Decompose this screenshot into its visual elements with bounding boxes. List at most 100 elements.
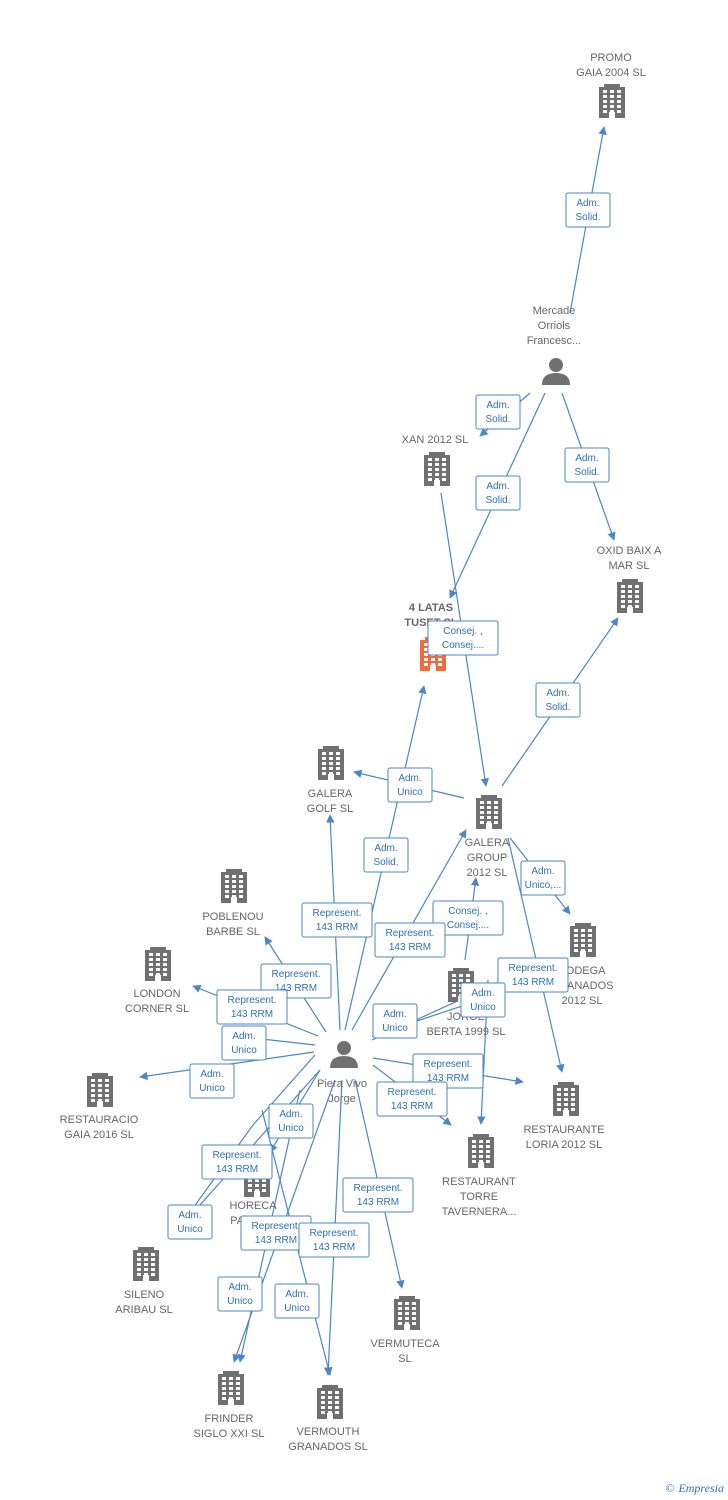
edge-label-mercade-promo[interactable]: Adm.Solid. (565, 192, 611, 228)
edge-label-text: Adm. (398, 773, 421, 784)
building-icon (617, 579, 643, 613)
node-poblenou[interactable]: POBLENOU BARBE SL (202, 869, 264, 938)
edge-label-text: Represent. (509, 963, 558, 974)
edge-label-piera-galeragrp[interactable]: Represent.143 RRM (374, 922, 446, 958)
building-icon (570, 923, 596, 957)
edge-label-text: Adm. (228, 1282, 251, 1293)
node-label: MAR SL (609, 560, 650, 572)
node-label: LONDON (133, 988, 180, 1000)
edge-label-piera-vermouth[interactable]: Adm.Unico (274, 1283, 320, 1319)
edge-label-text: Adm. (575, 453, 598, 464)
node-xan[interactable]: XAN 2012 SL (402, 434, 469, 486)
edge-label-piera-horeca[interactable]: Represent.143 RRM (201, 1144, 273, 1180)
edge-label-text: Adm. (546, 688, 569, 699)
edge-label-piera-horeca[interactable]: Adm.Unico (268, 1103, 314, 1139)
edge-label-jorge-galeragrp[interactable]: Consej. ,Consej.... (432, 900, 504, 936)
building-icon (394, 1296, 420, 1330)
edge-label-text: 143 RRM (391, 1101, 433, 1112)
footer-brand[interactable]: ©Empresia (665, 1481, 724, 1496)
node-mercade[interactable]: MercadeOrriolsFrancesc... (527, 305, 581, 385)
edge-label-piera-london[interactable]: Represent. 143 RRM (216, 989, 288, 1025)
building-icon (424, 452, 450, 486)
node-label: TAVERNERA... (442, 1206, 517, 1218)
edge-label-piera-poblenou[interactable]: Adm.Unico (221, 1025, 267, 1061)
node-label: ARIBAU SL (115, 1304, 172, 1316)
edge-label-text: Solid. (574, 467, 599, 478)
edge-label-piera-bodega[interactable]: Represent.143 RRM (497, 957, 569, 993)
edge-label-text: 143 RRM (231, 1009, 273, 1020)
edge-label-piera-galeragolf[interactable]: Represent.143 RRM (301, 902, 373, 938)
edge-label-text: Consej.... (447, 920, 489, 931)
edge-label-piera-latas[interactable]: Adm.Solid. (363, 837, 409, 873)
person-icon (330, 1041, 358, 1068)
building-icon (476, 795, 502, 829)
node-vermouth[interactable]: VERMOUTH GRANADOS SL (288, 1385, 368, 1453)
edge-label-galeragrp-oxid[interactable]: Adm. Solid. (535, 682, 581, 718)
edge-label-piera-vermouth[interactable]: Represent.143 RRM (298, 1222, 370, 1258)
node-london[interactable]: LONDON CORNER SL (125, 947, 189, 1015)
edge-label-text: Solid. (545, 702, 570, 713)
edge-label-mercade-xan[interactable]: Adm.Solid. (475, 394, 521, 430)
building-icon (468, 1134, 494, 1168)
node-label: LORIA 2012 SL (526, 1139, 602, 1151)
node-label: BARBE SL (206, 926, 260, 938)
edge-label-text: Represent. (213, 1150, 262, 1161)
edge-label-piera-jorge[interactable]: Adm.Unico (372, 1003, 418, 1039)
node-label: RESTAURANTE (523, 1124, 604, 1136)
edge-label-text: Represent. (386, 928, 435, 939)
node-label: RESTAURANT (442, 1176, 516, 1188)
node-label: GAIA 2016 SL (64, 1129, 134, 1141)
edge-label-text: Adm. (383, 1009, 406, 1020)
node-label: CORNER SL (125, 1003, 189, 1015)
node-label: VERMOUTH (297, 1426, 360, 1438)
edge-label-mercade-oxid[interactable]: Adm. Solid. (564, 447, 610, 483)
building-icon (221, 869, 247, 903)
edge-label-text: Represent. (228, 995, 277, 1006)
node-label: HORECA (229, 1200, 277, 1212)
node-torre[interactable]: RESTAURANT TORRE TAVERNERA... (442, 1134, 517, 1218)
edge-label-text: 143 RRM (427, 1073, 469, 1084)
edge-label-piera-torre[interactable]: Adm.Unico (460, 982, 506, 1018)
edge-label-mercade-latas[interactable]: Adm.Solid. (475, 475, 521, 511)
node-label: GRANADOS SL (288, 1441, 367, 1453)
edge-label-text: Unico (397, 787, 423, 798)
edge-label-galeragrp-galeragolf[interactable]: Adm. Unico (387, 767, 433, 803)
edge-label-piera-gaia[interactable]: Adm.Unico (189, 1063, 235, 1099)
node-label: 2012 SL (467, 867, 508, 879)
edge-label-text: Adm. (178, 1210, 201, 1221)
edge-label-text: Represent. (354, 1183, 403, 1194)
node-label: GROUP (467, 852, 507, 864)
person-icon (542, 358, 570, 385)
edge-label-piera-vermuteca[interactable]: Represent.143 RRM (342, 1177, 414, 1213)
edge-label-text: Unico,... (525, 880, 562, 891)
edge-label-text: Represent. (252, 1221, 301, 1232)
edge-label-text: Unico (278, 1123, 304, 1134)
edge-label-galeragrp-bodega[interactable]: Adm.Unico,... (520, 860, 566, 896)
edge-label-xan-galeragrp[interactable]: Consej. ,Consej.... (427, 620, 499, 656)
edge-label-text: Represent. (272, 969, 321, 980)
building-icon (317, 1385, 343, 1419)
edge-label-text: Adm. (200, 1069, 223, 1080)
node-label: TORRE (460, 1191, 498, 1203)
edge-label-piera-torre[interactable]: Represent.143 RRM (376, 1081, 448, 1117)
edge-label-piera-frinder[interactable]: Adm.Unico (217, 1276, 263, 1312)
edge-label-text: 143 RRM (275, 983, 317, 994)
edge-labels-layer: Adm.Solid.Adm.Solid.Adm.Solid.Adm.Solid.… (167, 192, 611, 1319)
edge-label-text: 143 RRM (255, 1235, 297, 1246)
edge-label-text: 143 RRM (316, 922, 358, 933)
edge-label-piera-loria[interactable]: Represent.143 RRM (412, 1053, 484, 1089)
edge-label-piera-sileno[interactable]: Adm.Unico (167, 1204, 213, 1240)
node-label: 4 LATAS (409, 602, 453, 614)
node-label: POBLENOU (202, 911, 263, 923)
node-loria[interactable]: RESTAURANTE LORIA 2012 SL (523, 1082, 605, 1151)
